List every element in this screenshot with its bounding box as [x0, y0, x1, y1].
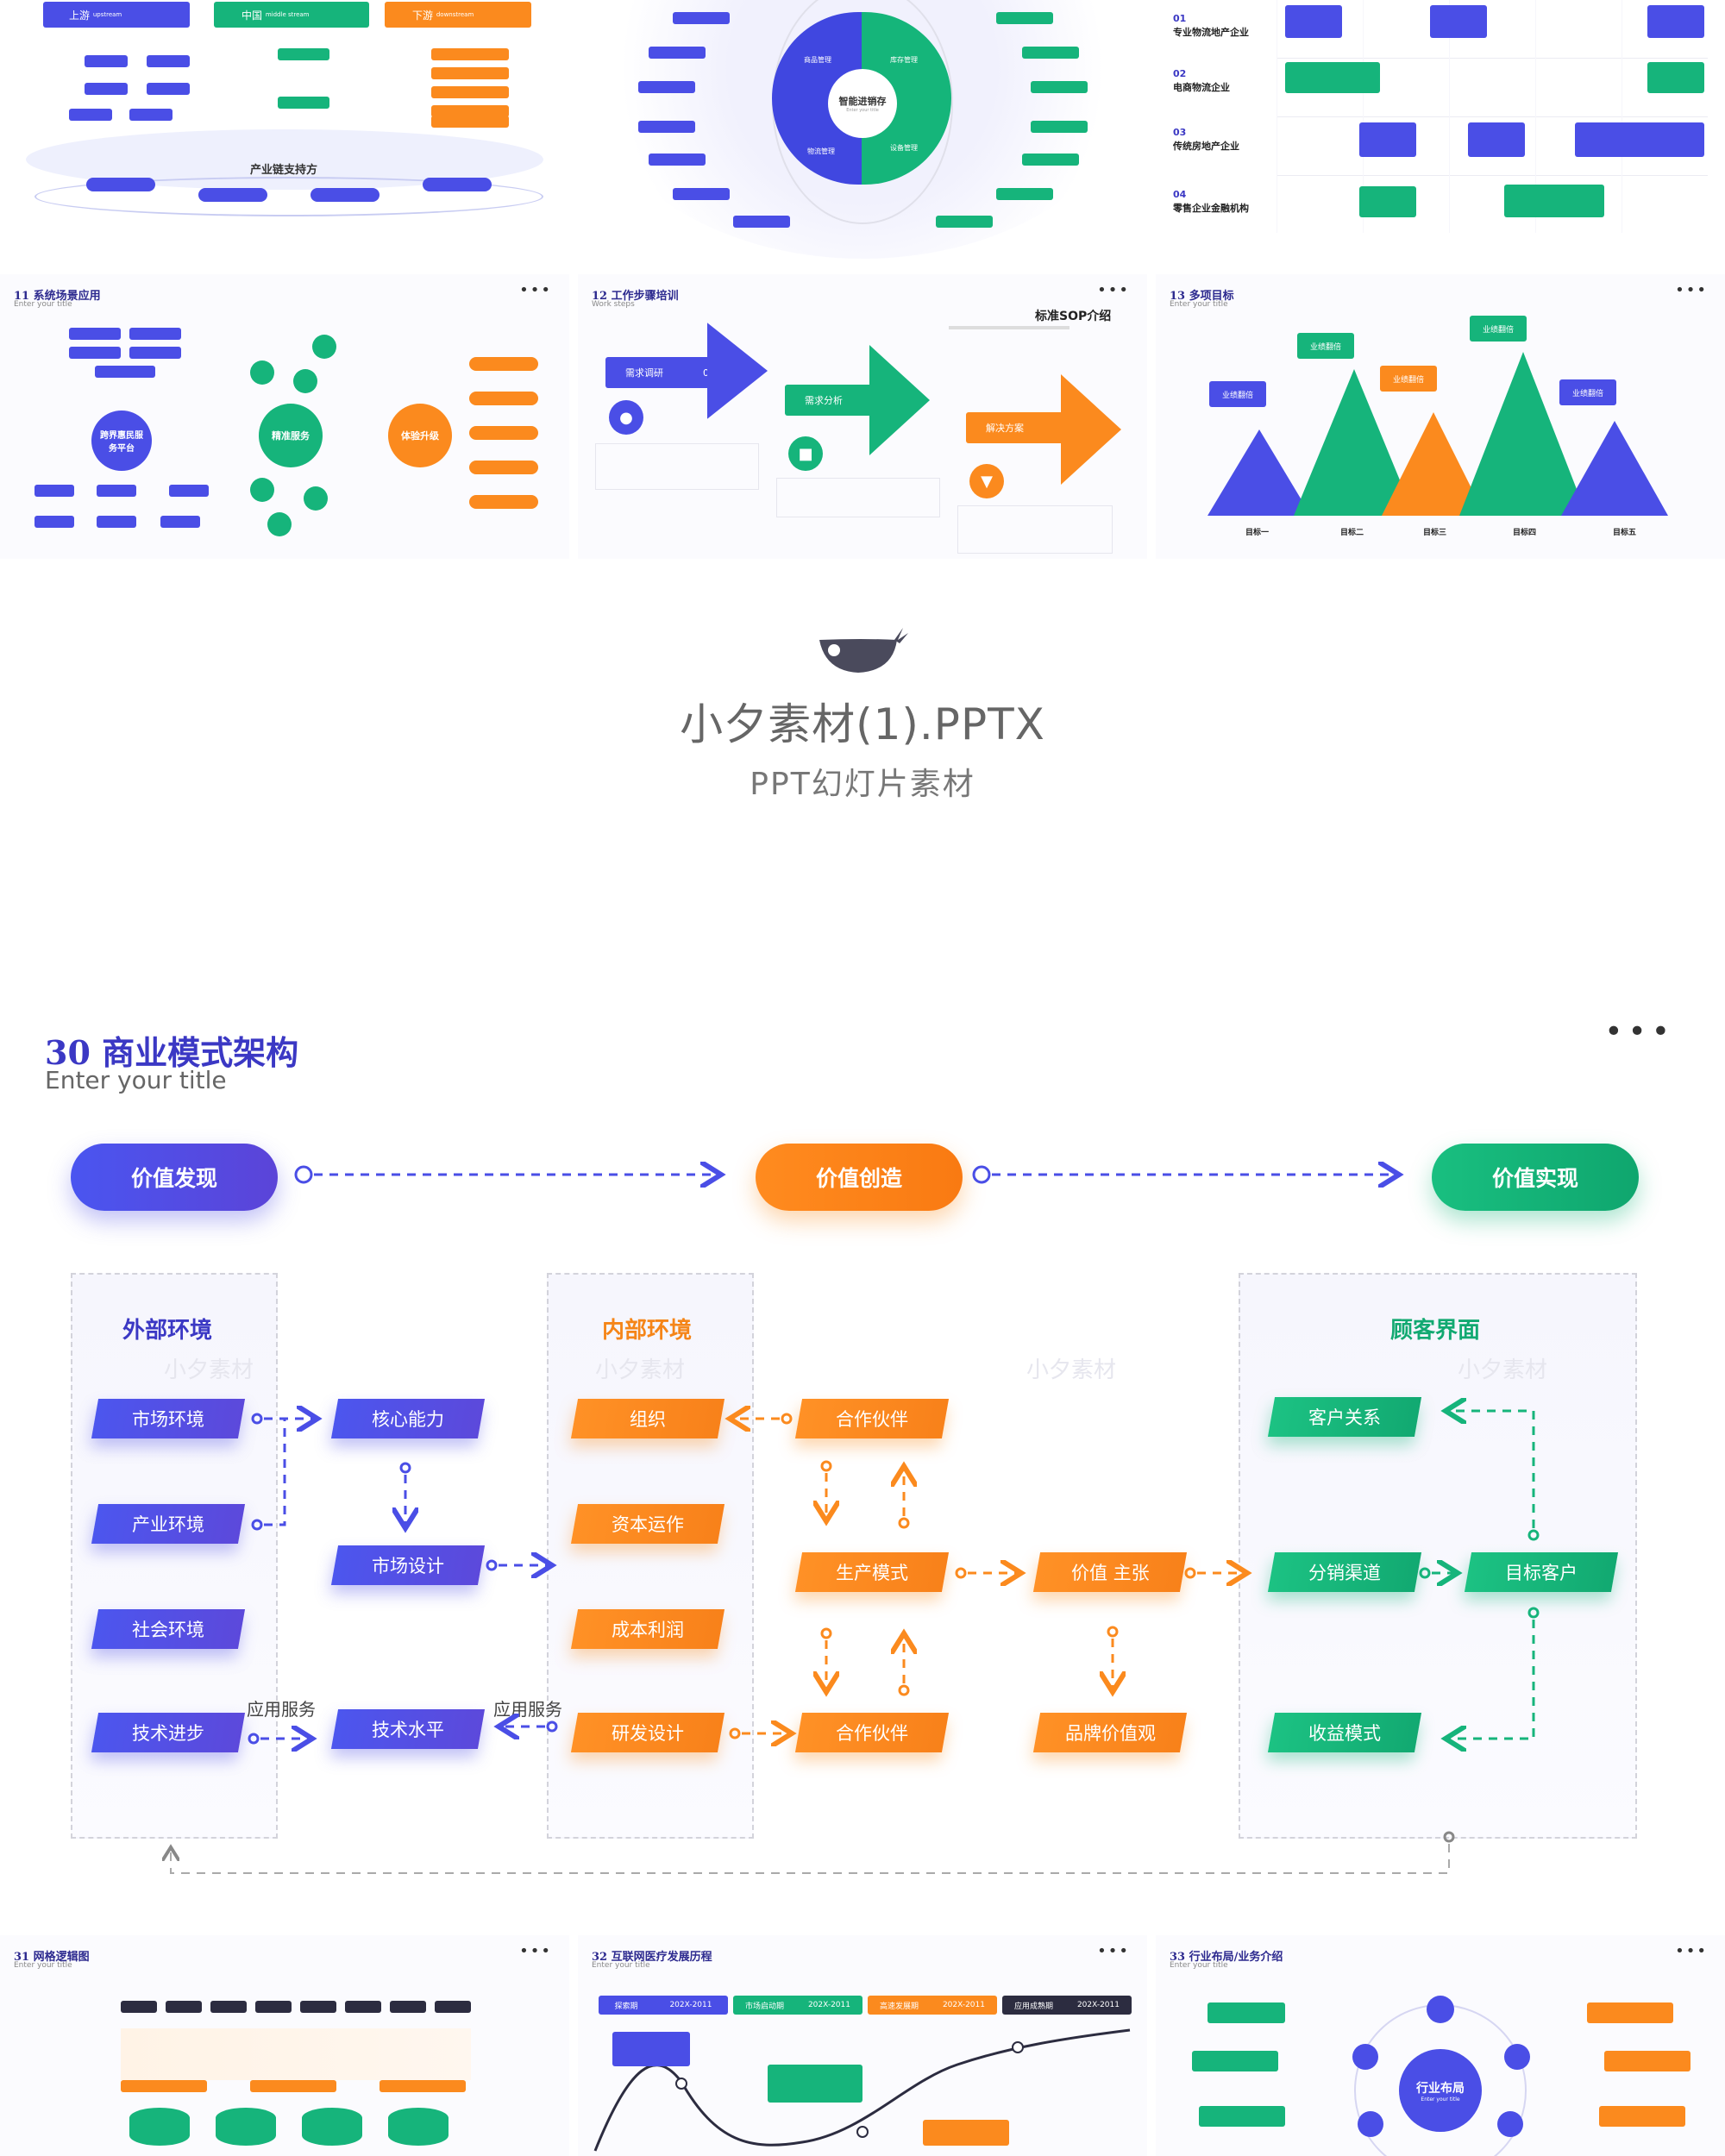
label-application-service-1: 应用服务 — [247, 1699, 316, 1720]
hub-cross-border: 跨界惠民服务平台 — [91, 411, 152, 471]
page-subtitle: Enter your title — [45, 1066, 227, 1094]
more-icon[interactable]: ••• — [519, 281, 552, 299]
more-icon[interactable]: ••• — [1604, 1014, 1675, 1050]
connector-arrows — [0, 983, 1540, 1874]
blogger-icon: ■ — [788, 436, 823, 471]
more-icon[interactable]: ••• — [1097, 281, 1130, 299]
down-header: 下游 downstream — [385, 2, 531, 28]
whale-logo-icon — [819, 628, 908, 673]
file-name: 小夕素材(1).PPTX — [680, 699, 1045, 749]
apple-icon: ● — [609, 400, 643, 435]
vine-icon: ▼ — [969, 464, 1004, 498]
panel-external-title: 外部环境 — [122, 1318, 213, 1344]
file-description: PPT幻灯片素材 — [750, 767, 975, 802]
thumb-slide-13[interactable]: 13 多项目标 Enter your title ••• 业绩翻倍 业绩翻倍 业… — [1156, 274, 1725, 559]
mid-header: 中国 middle stream — [214, 2, 369, 28]
more-icon[interactable]: ••• — [1675, 1942, 1708, 1960]
more-icon[interactable]: ••• — [1675, 281, 1708, 299]
industry-layout-center: 行业布局 — [1416, 2081, 1465, 2096]
thumb-slide-supply-chain[interactable]: 上游 upstream 中国 middle stream 下游 downstre… — [0, 0, 569, 259]
up-header: 上游 upstream — [43, 2, 190, 28]
wheel-center: 智能进销存 — [838, 96, 887, 107]
panel-internal-title: 内部环境 — [602, 1318, 693, 1344]
thumb-slide-inventory-wheel[interactable]: 智能进销存 Enter your title 商品管理 库存管理 物流管理 设备… — [586, 0, 1138, 259]
more-icon[interactable]: ••• — [1097, 1942, 1130, 1960]
thumb-slide-31[interactable]: 31 网格逻辑图 Enter your title ••• — [0, 1935, 569, 2156]
page-title: 30 商业模式架构 — [45, 1033, 299, 1072]
main-slide-30: 30 商业模式架构 Enter your title ••• 价值发现 价值创造… — [0, 983, 1725, 1897]
hub-precise: 精准服务 — [259, 404, 323, 467]
thumb-slide-11[interactable]: 11 系统场景应用 Enter your title ••• 跨界惠民服务平台 … — [0, 274, 569, 559]
stage-value-discovery[interactable]: 价值发现 — [71, 1144, 278, 1211]
thumb-slide-33[interactable]: 33 行业布局/业务介绍 Enter your title ••• 行业布局 E… — [1156, 1935, 1725, 2156]
hub-upgrade: 体验升级 — [388, 404, 452, 467]
stage-value-realization[interactable]: 价值实现 — [1432, 1144, 1639, 1211]
panel-customer-title: 顾客界面 — [1390, 1318, 1481, 1344]
stage-value-creation[interactable]: 价值创造 — [756, 1144, 963, 1211]
support-label: 产业链支持方 — [250, 164, 318, 177]
more-icon[interactable]: ••• — [519, 1942, 552, 1960]
